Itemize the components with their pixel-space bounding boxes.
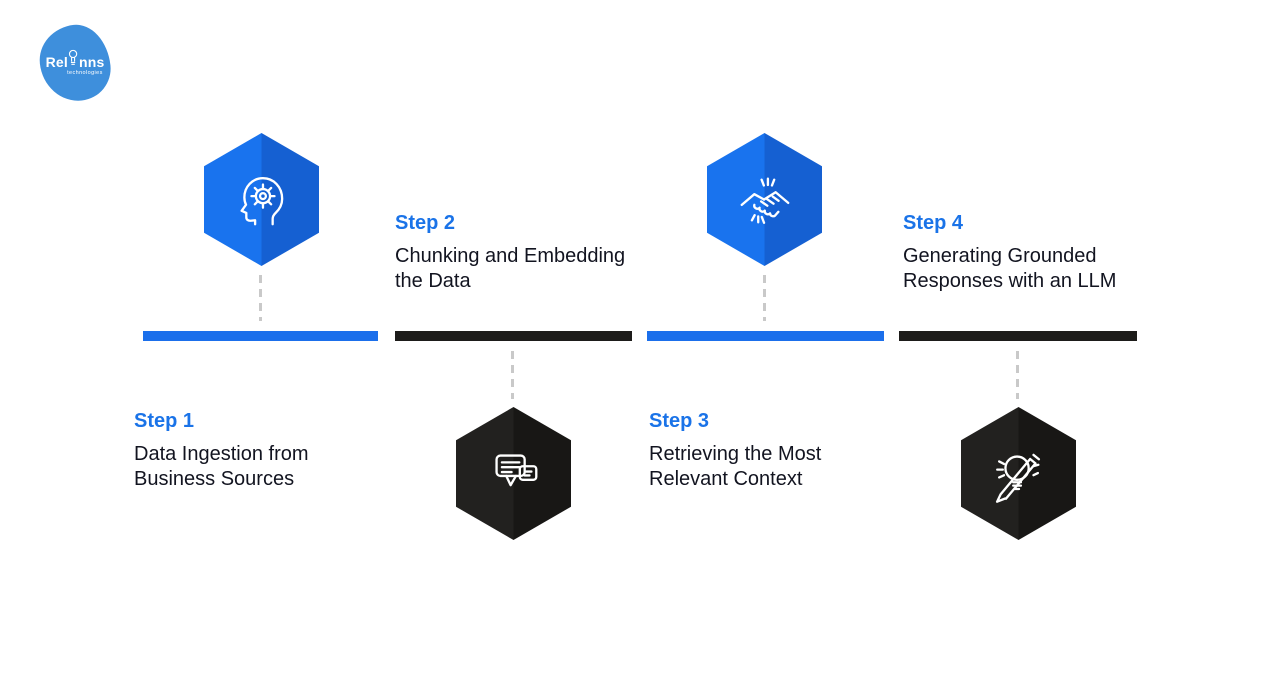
logo-wordmark: Rel nns (45, 49, 105, 71)
step1-title-line1: Data Ingestion from (134, 443, 309, 465)
step1-label: Step 1 (134, 410, 195, 432)
step3-label: Step 3 (649, 410, 710, 432)
step2-timeline-bar (395, 331, 632, 341)
lightbulb-icon (68, 49, 78, 65)
step4-timeline-bar (899, 331, 1137, 341)
step3-hexagon (707, 133, 822, 266)
step4-text-block: Step 4 Generating Grounded Responses wit… (903, 212, 1163, 294)
step3-text-block: Step 3 Retrieving the Most Relevant Cont… (649, 410, 909, 492)
step1-text-block: Step 1 Data Ingestion from Business Sour… (134, 410, 394, 492)
step4-hexagon (961, 407, 1076, 540)
logo-text-prefix: Rel (45, 54, 68, 71)
step1-timeline-bar (143, 331, 378, 341)
step4-title-line2: Responses with an LLM (903, 270, 1117, 292)
idea-pencil-icon (995, 453, 1040, 503)
step3-title-line1: Retrieving the Most (649, 443, 822, 465)
head-gear-icon (239, 176, 283, 225)
step1-hexagon (204, 133, 319, 266)
step3-connector-dashed (763, 275, 766, 321)
step2-title-line2: the Data (395, 270, 471, 292)
logo-subtitle: technologies (67, 69, 103, 76)
step2-title-line1: Chunking and Embedding (395, 245, 626, 267)
step4-connector-dashed (1016, 351, 1019, 399)
relinns-logo: Rel nns technologies (36, 21, 114, 105)
step1-title-line2: Business Sources (134, 468, 295, 490)
step2-label: Step 2 (395, 212, 456, 234)
logo-text-suffix: nns (78, 54, 105, 71)
step2-connector-dashed (511, 351, 514, 399)
step2-hexagon (456, 407, 571, 540)
step3-title-line2: Relevant Context (649, 468, 803, 490)
chat-bubbles-icon (494, 453, 537, 486)
handshake-icon (740, 177, 789, 224)
step4-title-line1: Generating Grounded (903, 245, 1097, 267)
step4-label: Step 4 (903, 212, 964, 234)
step1-connector-dashed (259, 275, 262, 321)
step3-timeline-bar (647, 331, 884, 341)
step2-text-block: Step 2 Chunking and Embedding the Data (395, 212, 655, 294)
